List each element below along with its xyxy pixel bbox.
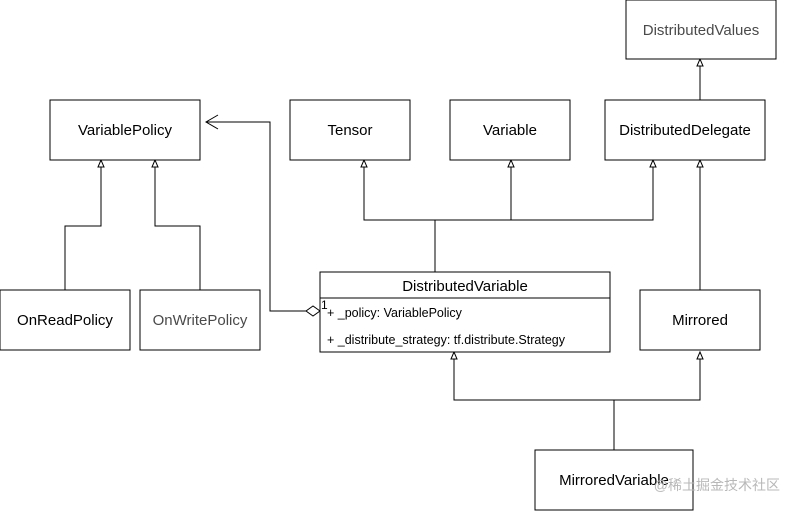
inherit-arrow-tensor	[360, 158, 368, 168]
edge-aggregation-to-variable-policy	[206, 121, 306, 312]
inherit-arrow-distributed-variable	[450, 350, 458, 360]
class-distributed-variable: DistributedVariable + _policy: VariableP…	[319, 271, 611, 353]
inherit-arrow-mirrored	[696, 350, 704, 360]
class-mirrored-variable-label: MirroredVariable	[559, 472, 669, 489]
multiplicity-label: 1	[321, 298, 328, 312]
edge-distributed-variable-to-tensor	[363, 166, 654, 221]
class-variable: Variable	[449, 99, 571, 161]
watermark-text: @稀土掘金技术社区	[654, 477, 780, 493]
class-distributed-variable-label: DistributedVariable	[402, 278, 528, 295]
attribute-distribute-strategy: + _distribute_strategy: tf.distribute.St…	[327, 333, 566, 347]
class-mirrored-variable: MirroredVariable	[534, 449, 694, 511]
edge-on-write-policy-to-variable-policy	[154, 166, 201, 290]
inherit-arrow-distributed-delegate-right	[696, 158, 704, 168]
class-distributed-values: DistributedValues	[625, 0, 777, 60]
class-distributed-delegate: DistributedDelegate	[604, 99, 766, 161]
class-distributed-delegate-label: DistributedDelegate	[619, 122, 751, 139]
edge-on-read-policy-to-variable-policy	[64, 166, 102, 290]
class-variable-policy-label: VariablePolicy	[78, 122, 172, 139]
class-distributed-values-label: DistributedValues	[643, 22, 759, 39]
class-on-write-policy: OnWritePolicy	[139, 289, 261, 351]
class-on-write-policy-label: OnWritePolicy	[153, 312, 248, 329]
class-variable-label: Variable	[483, 122, 537, 139]
class-variable-policy: VariablePolicy	[49, 99, 201, 161]
inherit-arrow-variable-policy-left	[97, 158, 105, 168]
aggregation-diamond	[305, 305, 321, 317]
attribute-policy: + _policy: VariablePolicy	[327, 306, 463, 320]
class-on-read-policy-label: OnReadPolicy	[17, 312, 113, 329]
class-on-read-policy: OnReadPolicy	[0, 289, 131, 351]
inherit-arrow-distributed-values	[696, 57, 704, 67]
inherit-arrow-variable-policy-right	[151, 158, 159, 168]
class-tensor: Tensor	[289, 99, 411, 161]
class-mirrored: Mirrored	[639, 289, 761, 351]
class-tensor-label: Tensor	[327, 122, 372, 139]
inherit-arrow-distributed-delegate-left	[649, 158, 657, 168]
open-arrowhead-variable-policy	[205, 114, 219, 130]
class-mirrored-label: Mirrored	[672, 312, 728, 329]
inherit-arrow-variable	[507, 158, 515, 168]
edge-mirrored-variable-to-parents	[453, 358, 701, 401]
